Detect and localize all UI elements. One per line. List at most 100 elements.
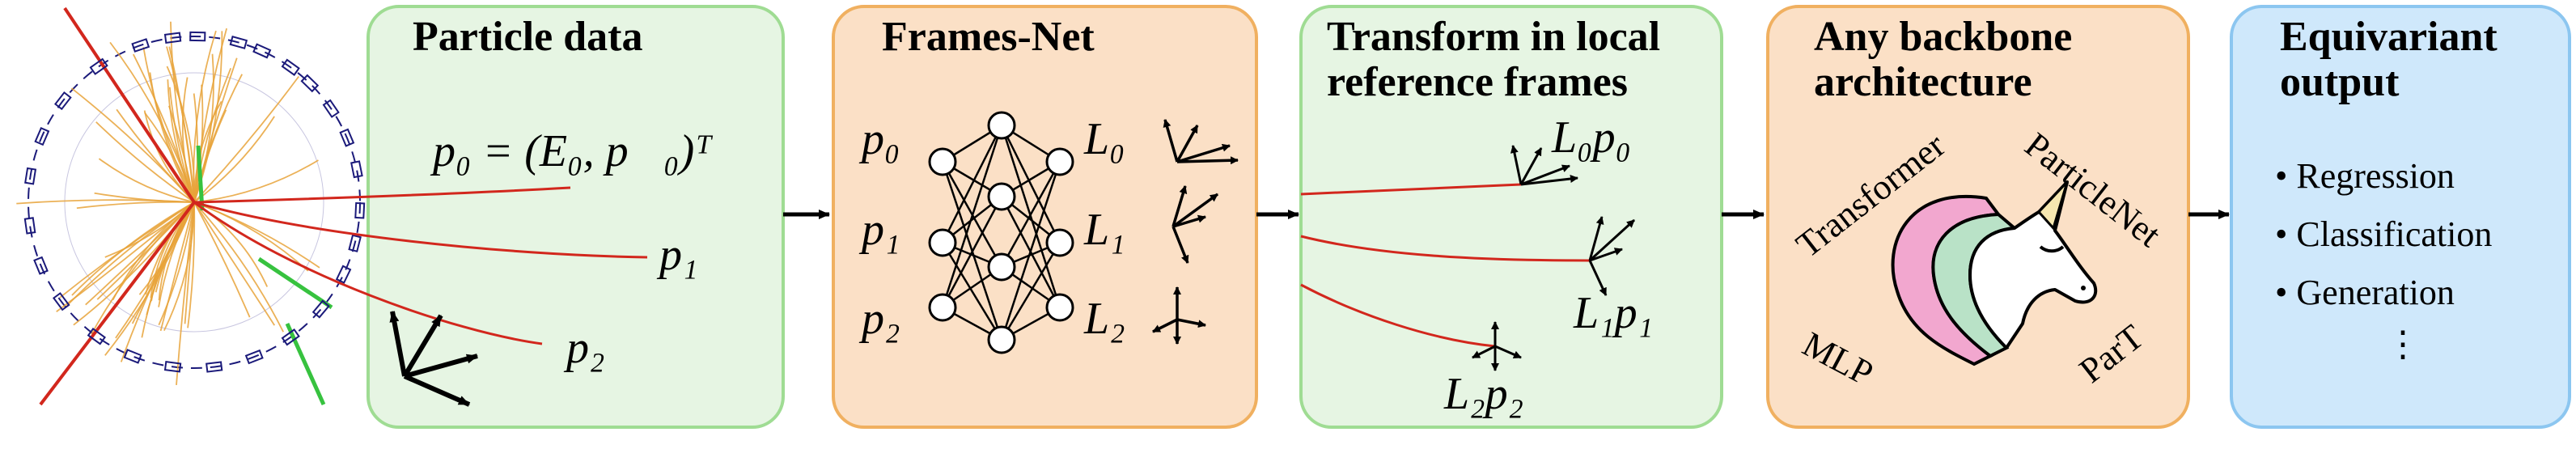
transformed-L0p0: L₀p₀ [1551,112,1631,163]
frame-axes-L2 [1152,286,1206,345]
calo-cell [163,32,182,44]
fn-output-L0: L₀ [1083,114,1125,164]
neural-net-nodes [928,111,1074,354]
frame-axes-L0 [1163,119,1239,165]
panel-title-1-line-1: Particle data [413,14,642,60]
detector-ring [28,36,361,369]
nn-node [987,111,1016,140]
fn-input-p2: p₂ [858,294,900,344]
nn-node [1045,228,1074,257]
calo-cell [244,349,264,365]
local-frame-1 [1588,216,1636,296]
calo-cell [24,167,37,185]
nn-node [987,182,1016,211]
jet-track [159,201,195,332]
calo-cell [322,99,340,118]
jet-track [66,201,195,307]
jet-track [142,47,195,203]
output-classification: • Classification [2275,214,2492,254]
nn-node [987,252,1016,282]
calo-cell [335,265,352,284]
nn-node [987,325,1016,354]
jet-track [70,87,195,203]
panels: Particle data Frames-Net Transform in loca… [366,5,2571,429]
transform-content: L₀p₀ L₁p₁ L₂p₂ [1300,112,1653,419]
calo-cell [34,127,50,146]
calo-cell [123,349,142,364]
output-generation: • Generation [2275,273,2455,312]
frames-net-content: p₀ p₁ p₂ L₀ L₁ L₂ [858,111,1239,354]
panel-title-4-line-2: architecture [1814,59,2032,105]
calo-cell [252,43,272,59]
panel-box-2 [832,5,1258,429]
fn-input-p0: p₀ [858,114,900,164]
unicorn-icon [1891,180,2098,366]
panel-title-5-line-1: Equivariant [2280,14,2498,60]
p1-track [193,201,648,259]
nn-node [928,228,957,257]
nn-edge [1000,125,1061,244]
calo-cell [52,292,70,311]
calo-cell [87,328,106,345]
jet-track [166,46,195,203]
jet-track [193,201,276,326]
local-frame-2 [1472,321,1522,371]
panel-2: Frames-Net [832,5,1258,429]
calo-cell [354,201,366,219]
calo-cell [229,36,248,49]
jet-track [98,158,195,203]
calo-cell [281,328,300,346]
nn-node [1045,147,1074,176]
panel-title-2-line-1: Frames-Net [882,14,1095,60]
nn-edge [1000,161,1061,268]
jet-track [181,77,195,203]
panel-title-4-line-1: Any backbone [1814,14,2072,60]
p2-track [193,201,543,345]
output-regression: • Regression [2275,156,2455,196]
nn-edge [1000,161,1061,341]
green-track-3 [285,322,326,406]
fn-input-p1: p₁ [858,205,900,255]
jet-track [193,75,300,203]
particle-data-content: p₀ = (E₀, p⃗₀)ᵀ p₁ p₂ [193,126,713,407]
calo-cell [205,361,223,373]
jet-track [193,201,309,272]
jet-track [91,201,195,335]
jet-track [193,201,320,269]
panel-title-5-line-2: output [2280,59,2400,105]
jet-track [167,79,195,203]
output-ellipsis: ⋮ [2385,324,2421,364]
calo-cell [189,31,206,42]
transformed-L2p2: L₂p₂ [1443,369,1523,419]
calo-cell [339,128,355,147]
jet-track [71,201,195,296]
panel-box-3 [1299,5,1723,429]
panel-box-5 [2230,5,2571,429]
panel-title-3-line-2: reference frames [1327,59,1628,105]
particle-tracks [16,21,320,386]
panel-box-1 [366,5,785,429]
nn-node [928,147,957,176]
transformed-track-1 [1300,235,1591,262]
fn-output-L1: L₁ [1083,205,1125,255]
nn-edge [1000,242,1061,341]
calorimeter-cells [23,31,366,373]
jet-track [193,201,251,318]
calo-cell [350,160,363,179]
calo-cell [89,57,108,75]
jet-track [104,201,195,258]
jet-track [193,116,275,203]
jet-track [95,121,195,203]
panel-title-3-line-1: Transform in local [1327,14,1660,60]
jet-track [163,201,195,332]
jet-track [120,201,195,362]
calo-cell [348,234,362,252]
jet-track [193,84,204,203]
jet-track [176,201,195,386]
transformed-L1p1: L₁p₁ [1573,288,1653,338]
nn-edge [941,125,1003,308]
jet-track [193,30,217,203]
